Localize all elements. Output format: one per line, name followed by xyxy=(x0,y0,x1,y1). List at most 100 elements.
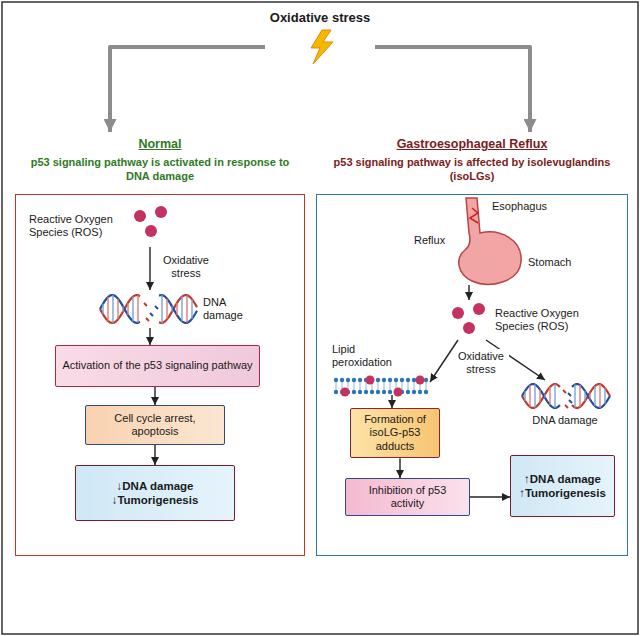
connector-arrow xyxy=(399,458,400,478)
dna-damage-label: DNA damage xyxy=(95,290,270,328)
connector-arrow xyxy=(468,285,469,300)
node-text: Formation of isoLG-p53 adducts xyxy=(357,413,433,453)
dna-rung xyxy=(604,388,605,404)
dna-rung xyxy=(599,384,600,408)
dna-rung xyxy=(122,306,123,311)
dna-fragment xyxy=(565,405,568,408)
node-text: Lipid peroxidation xyxy=(332,343,404,370)
dna-rung xyxy=(539,390,540,403)
process-box: Cell cycle arrest, apoptosis xyxy=(85,405,225,445)
dna-rung xyxy=(584,391,585,401)
dna-fragment xyxy=(155,306,158,309)
dna-fragment xyxy=(569,400,572,403)
dna-fragment xyxy=(563,390,566,393)
dna-rung xyxy=(171,306,172,311)
dna-rung xyxy=(176,303,177,315)
dna-rung xyxy=(132,297,133,322)
lipid-tail xyxy=(408,381,409,391)
dna-rung xyxy=(544,394,545,397)
dna-fragment xyxy=(150,313,153,316)
dna-strand xyxy=(572,384,610,408)
lipid-tail xyxy=(390,381,391,391)
outcome-box: ↓DNA damage↓Tumorigenesis xyxy=(75,465,235,521)
node-text: DNA damage xyxy=(515,414,615,427)
ros-dot xyxy=(155,206,167,218)
node-text: ↑DNA damage xyxy=(524,472,601,486)
lipid-head xyxy=(376,390,380,394)
lipid-head xyxy=(376,378,380,382)
ros-dot xyxy=(463,322,475,334)
connector-arrow xyxy=(154,445,155,465)
peroxidation-dot xyxy=(394,388,403,397)
lipid-tail xyxy=(360,381,361,391)
molecule-label: Reactive Oxygen Species (ROS) xyxy=(25,205,180,247)
process-box: Activation of the p53 signaling pathway xyxy=(55,345,260,387)
lipid-head xyxy=(382,390,386,394)
process-box: Inhibition of p53 activity xyxy=(345,478,470,516)
pathway-panel: Gastroesophageal Refluxp53 signaling pat… xyxy=(316,132,628,556)
panel-heading: Normal xyxy=(15,132,305,152)
panel-subtitle: p53 signaling pathway is affected by iso… xyxy=(316,152,628,183)
node-text: Reactive Oxygen Species (ROS) xyxy=(495,307,593,334)
lipid-tail xyxy=(426,381,427,391)
peroxidation-dot xyxy=(416,376,425,385)
dna-fragment xyxy=(568,393,571,396)
node-text: Cell cycle arrest, apoptosis xyxy=(92,412,218,439)
connector-arrow xyxy=(149,247,150,290)
node-text: Reactive Oxygen Species (ROS) xyxy=(29,213,127,240)
dna-strand xyxy=(159,295,197,323)
dna-rung xyxy=(524,391,525,401)
lipid-head xyxy=(418,390,422,394)
reflux-mark xyxy=(470,208,478,223)
node-text: Oxidative stress xyxy=(265,10,375,26)
anatomy-labels: EsophagusRefluxStomach xyxy=(410,198,590,285)
lipid-tail xyxy=(384,381,385,391)
lipid-head xyxy=(370,390,374,394)
dna-rung xyxy=(117,299,118,320)
dna-rung xyxy=(549,387,550,405)
dna-strand xyxy=(159,295,197,323)
dna-fragment xyxy=(146,318,149,321)
lipid-head xyxy=(364,390,368,394)
dna-rung xyxy=(191,299,192,318)
ros-dot xyxy=(452,307,464,319)
dna-rung xyxy=(112,295,113,323)
connector-arrow xyxy=(391,395,392,408)
lipid-head xyxy=(358,390,362,394)
dna-rung xyxy=(579,385,580,407)
dna-strand xyxy=(572,384,610,408)
ros-dot xyxy=(473,303,485,315)
edge-label: Oxidative stress xyxy=(157,253,215,282)
node-text: Inhibition of p53 activity xyxy=(352,484,463,511)
dna-rung xyxy=(181,297,182,322)
node-text: Stomach xyxy=(528,256,571,269)
process-box: Formation of isoLG-p53 adducts xyxy=(350,408,440,458)
lipid-head xyxy=(340,378,344,382)
dna-strand xyxy=(100,295,140,323)
panel-heading: Gastroesophageal Reflux xyxy=(316,132,628,152)
lipid-tail xyxy=(414,381,415,391)
connector-arrow xyxy=(470,496,510,497)
lipid-membrane xyxy=(334,376,428,397)
lipid-head xyxy=(388,378,392,382)
ros-dot xyxy=(145,225,157,237)
lipid-head xyxy=(334,378,338,382)
lipid-head xyxy=(352,378,356,382)
connector-arrow xyxy=(154,387,155,405)
lipid-label: Lipid peroxidation xyxy=(328,342,430,395)
edge-label: Oxidative stress xyxy=(453,349,509,378)
lipid-head xyxy=(382,378,386,382)
lipid-head xyxy=(394,378,398,382)
node-text: ↑Tumorigenesis xyxy=(519,486,606,500)
lipid-tail xyxy=(354,381,355,391)
panel-subtitle: p53 signaling pathway is activated in re… xyxy=(15,152,305,183)
lipid-tail xyxy=(378,381,379,391)
node-text: ↓DNA damage xyxy=(117,479,194,493)
branch-arrow xyxy=(375,47,530,132)
lipid-head xyxy=(406,378,410,382)
dna-rung xyxy=(161,295,162,323)
peroxidation-dot xyxy=(341,388,350,397)
lipid-head xyxy=(424,390,428,394)
dna-rung xyxy=(166,299,167,320)
